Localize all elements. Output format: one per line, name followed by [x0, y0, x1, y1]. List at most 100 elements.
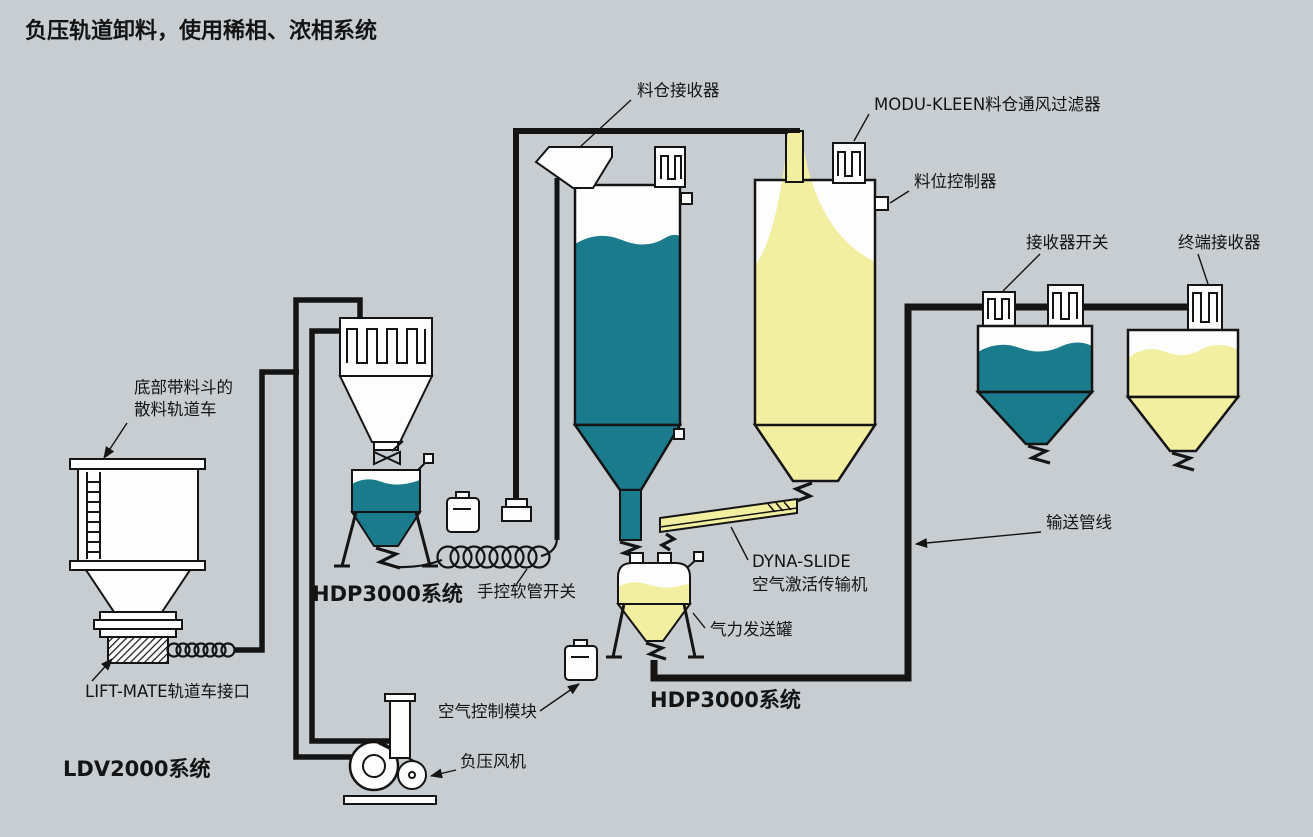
leader-dyna-slide — [730, 526, 749, 561]
level-controller-sensor — [874, 196, 889, 211]
vessel-outline — [617, 562, 691, 604]
leader-railcar — [103, 422, 128, 460]
silo-material-fill — [575, 234, 680, 425]
railcar-outlet-flange-3 — [99, 628, 177, 638]
receiver-a-cone — [975, 390, 1095, 446]
railcar-flex-hose — [166, 642, 236, 658]
silo-cone-sensor — [673, 428, 685, 440]
leader-manual-hose-switch — [515, 568, 528, 586]
receiver-a-filter-comb — [1052, 292, 1078, 320]
leader-receiver-switch — [1002, 253, 1041, 292]
receiver-b-cone — [1125, 395, 1241, 453]
leader-lift-mate — [91, 658, 113, 682]
silo-wall-outline — [753, 178, 877, 425]
filter-cartridges — [346, 328, 426, 364]
silo-discharge-tube — [619, 489, 642, 541]
page-title: 负压轨道卸料，使用稀相、浓相系统 — [25, 18, 377, 44]
dyna-slide-conveyor — [658, 497, 798, 552]
label-receiver-switch: 接收器开关 — [1026, 233, 1109, 252]
label-terminal-receiver: 终端接收器 — [1178, 233, 1261, 252]
blower-motor-hub — [408, 771, 416, 779]
railcar — [69, 458, 236, 664]
label-level-controller: 料位控制器 — [914, 172, 997, 191]
label-ldv2000: LDV2000系统 — [63, 757, 211, 781]
receiver-a-material-fill — [978, 342, 1092, 392]
flex-connector — [645, 641, 667, 661]
label-dyna-slide-line2: 空气激活传输机 — [752, 575, 868, 594]
railcar-bottom-band — [69, 560, 206, 571]
air-control-module-box-2 — [564, 645, 598, 681]
blower-inlet-pipe — [389, 699, 411, 759]
lift-mate-adapter — [107, 636, 169, 664]
silo-cone — [752, 423, 878, 483]
railcar-outlet-flange-2 — [93, 619, 183, 630]
receiver-top-fitting-box — [423, 453, 434, 464]
flex-connector — [792, 481, 814, 504]
leader-silo-receiver — [579, 99, 632, 148]
vessel-legs — [606, 603, 704, 659]
label-modu-kleen: MODU-KLEEN料仓通风过滤器 — [874, 95, 1101, 114]
silo-receiver-chute — [534, 146, 613, 189]
spare-stub-cap — [501, 506, 532, 522]
hdp3000-left-unit — [334, 317, 559, 570]
valve-bowtie-left — [373, 450, 390, 466]
railcar-top-lip — [69, 458, 206, 470]
silo-level-sensor — [680, 192, 693, 205]
label-lift-mate: LIFT-MATE轨道车接口 — [85, 682, 250, 701]
receiver-material-fill — [352, 479, 420, 512]
label-hdp3000-bottom: HDP3000系统 — [650, 688, 801, 712]
spare-stub-flange — [505, 498, 528, 508]
pipe-top-header — [513, 128, 800, 499]
leader-air-control-module — [539, 683, 581, 712]
filter-hopper-cone — [338, 375, 434, 443]
label-manual-hose-switch: 手控软管开关 — [477, 582, 576, 601]
valve-handle — [391, 440, 404, 452]
railcar-ladder — [86, 472, 101, 559]
receiver-cone — [350, 511, 422, 547]
label-railcar-line1: 底部带料斗的 — [134, 378, 233, 397]
flex-connector — [658, 532, 678, 552]
label-air-control-module: 空气控制模块 — [438, 702, 537, 721]
silo-inlet-tube — [785, 130, 804, 183]
leader-pressure-vessel — [692, 612, 706, 629]
label-pressure-vessel: 气力发送罐 — [710, 620, 793, 639]
pipe-railcar-line — [234, 369, 299, 653]
receiver-a-unit — [975, 284, 1095, 465]
hose-switch-station — [446, 491, 532, 533]
vacuum-blower-unit — [343, 693, 437, 805]
flex-connector — [1171, 451, 1195, 472]
railcar-outlet-flange-1 — [99, 611, 177, 621]
air-control-module-box-1 — [446, 497, 480, 533]
label-vacuum-blower: 负压风机 — [460, 752, 527, 771]
air-control-module-notch-2 — [573, 639, 588, 647]
label-railcar-line2: 散料轨道车 — [134, 400, 217, 419]
label-silo-receiver: 料仓接收器 — [637, 81, 720, 100]
modu-kleen-filter-comb — [837, 151, 861, 177]
pressure-vessel-unit — [564, 551, 704, 681]
blower-motor — [397, 760, 427, 790]
blower-inlet-flange — [384, 693, 416, 702]
receiver-b-unit — [1125, 284, 1241, 472]
receiver-switch-comb — [987, 298, 1010, 320]
silo-vent-filter-comb — [660, 155, 682, 180]
receiver-b-filter-comb — [1192, 292, 1218, 323]
dyna-slide-hatch — [767, 501, 792, 513]
leader-modu-kleen — [853, 113, 870, 142]
hose-curl — [540, 537, 559, 558]
railcar-body — [77, 468, 199, 562]
label-dyna-slide-line1: DYNA-SLIDE — [752, 552, 851, 571]
blower-rotor — [362, 754, 386, 778]
valve-bowtie-right — [384, 450, 401, 466]
receiver-b-material-fill — [1128, 344, 1238, 397]
receiver-legs — [334, 511, 438, 568]
air-control-module-notch-1 — [455, 491, 470, 499]
leader-terminal-receiver — [1197, 253, 1209, 285]
flex-connector — [1027, 444, 1051, 465]
yellow-silo — [752, 130, 889, 504]
silo-material-stream — [755, 133, 875, 425]
leader-conveying-line — [914, 531, 1042, 548]
vessel-cone — [615, 603, 692, 642]
vessel-material-fill — [618, 582, 690, 604]
